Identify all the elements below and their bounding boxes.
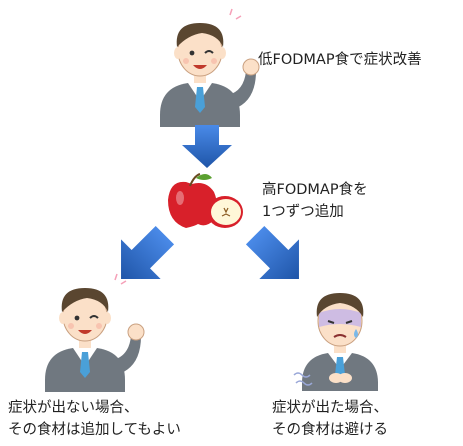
step-low-fodmap-label: 低FODMAP食で症状改善 xyxy=(258,52,422,68)
outcome-symptoms-line1: 症状が出た場合、 xyxy=(272,400,388,416)
right-sick-man-icon xyxy=(293,293,378,391)
down-left-arrow-icon xyxy=(121,225,175,279)
outcome-no-symptoms-line2: その食材は追加してもよい xyxy=(8,422,181,438)
outcome-no-symptoms-line1: 症状が出ない場合、 xyxy=(8,400,139,416)
left-happy-man-icon xyxy=(44,273,145,393)
down-right-arrow-icon xyxy=(245,225,299,279)
outcome-symptoms-line2: その食材は避ける xyxy=(272,422,388,438)
step-add-high-fodmap-line2: 1つずつ追加 xyxy=(262,204,344,220)
apple-with-slice-icon xyxy=(168,173,243,228)
down-arrow-icon xyxy=(182,125,232,168)
top-happy-man-icon xyxy=(159,8,260,128)
step-add-high-fodmap-line1: 高FODMAP食を xyxy=(262,182,368,198)
